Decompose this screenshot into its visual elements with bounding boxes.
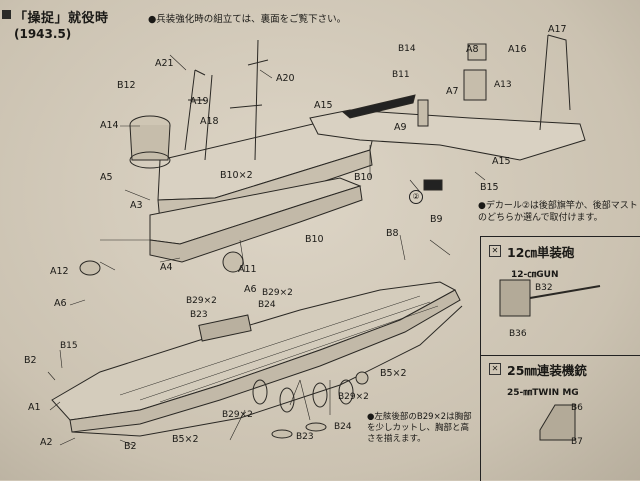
inset-divider xyxy=(481,355,640,356)
part-label: B10×2 xyxy=(220,170,253,181)
part-label: A16 xyxy=(508,44,527,55)
mg-title: 25㎜連装機銃 xyxy=(507,363,587,378)
part-label: B29×2 xyxy=(338,392,369,402)
part-label: B5×2 xyxy=(172,434,199,445)
a15-wedge xyxy=(341,94,416,119)
part-label: B23 xyxy=(296,432,314,442)
part-label: A20 xyxy=(276,73,295,84)
page-date: (1943.5) xyxy=(14,27,72,41)
part-label: A2 xyxy=(40,437,53,448)
part-label: B23 xyxy=(190,310,208,320)
gun-subtitle: 12-㎝GUN xyxy=(511,270,559,280)
part-label: A18 xyxy=(200,116,219,127)
part-label: A5 xyxy=(100,172,113,183)
b10-side xyxy=(149,185,363,263)
part-label: A3 xyxy=(130,200,143,211)
part-label: B8 xyxy=(386,228,399,239)
part-label: A21 xyxy=(155,58,174,69)
hull-keel xyxy=(71,305,463,437)
part-label: B9 xyxy=(430,214,443,225)
part-label: B29×2 xyxy=(186,296,217,306)
deck-planks xyxy=(119,295,439,403)
part-label: A11 xyxy=(238,264,257,275)
aft-note: ●左舷後部のB29×2は胸部を少しカットし、胸部と高さを揃えます。 xyxy=(367,412,472,444)
part-label: A19 xyxy=(190,96,209,107)
mg-part-label: B7 xyxy=(571,437,583,447)
part-label: A1 xyxy=(28,402,41,413)
part-label: B5×2 xyxy=(380,368,407,379)
header-marker xyxy=(2,10,11,19)
part-label: A14 xyxy=(100,120,119,131)
gun-part-label: B32 xyxy=(535,283,553,293)
gun-title: 12㎝単装砲 xyxy=(507,245,575,260)
part-label: B2 xyxy=(24,355,37,366)
mg-part-label: B6 xyxy=(571,403,583,413)
part-label: A9 xyxy=(394,122,407,133)
section-marker-icon: ✕ xyxy=(489,245,501,257)
part-label: A17 xyxy=(548,24,567,35)
header-note: ●兵装強化時の組立ては、裏面をご覧下さい。 xyxy=(148,14,347,25)
foremast xyxy=(184,69,213,161)
part-label: B15 xyxy=(480,182,499,193)
part-label: A8 xyxy=(466,44,479,55)
aft-deck xyxy=(309,109,586,161)
section-marker-icon: ✕ xyxy=(489,363,501,375)
part-label: A13 xyxy=(494,80,512,90)
part-label: B11 xyxy=(392,70,410,80)
part-label: B15 xyxy=(60,341,78,351)
mainmast xyxy=(229,39,269,161)
part-label: A6 xyxy=(244,284,257,295)
decal-note: ●デカール②は後部旗竿か、後部マストのどちらか選んで取付けます。 xyxy=(478,201,638,223)
part-label: A15 xyxy=(314,100,333,111)
part-label: B14 xyxy=(398,44,416,54)
part-label: B29×2 xyxy=(262,288,293,298)
part-label: B24 xyxy=(258,300,276,310)
aft-mast xyxy=(539,34,571,131)
part-label: A6 xyxy=(54,298,67,309)
part-label: A12 xyxy=(50,266,69,277)
part-label: A4 xyxy=(160,262,173,273)
part-label: B24 xyxy=(334,422,352,432)
inset-panel: ✕ 12㎝単装砲 12-㎝GUN B32 B36 ✕ 25㎜連装機銃 25-㎜T… xyxy=(480,236,640,481)
part-label: B12 xyxy=(117,80,136,91)
decal-number-badge: ② xyxy=(409,190,423,204)
part-label: B2 xyxy=(124,441,137,452)
part-label: B10 xyxy=(354,172,373,183)
part-label: A15 xyxy=(492,156,511,167)
hull-side xyxy=(69,289,461,433)
mg-subtitle: 25-㎜TWIN MG xyxy=(507,388,579,398)
part-label: A7 xyxy=(446,86,459,97)
part-label: B29×2 xyxy=(222,410,253,420)
page-title: 「操捉」就役時 xyxy=(14,11,109,26)
gun-part-label: B36 xyxy=(509,329,527,339)
part-label: B10 xyxy=(305,234,324,245)
